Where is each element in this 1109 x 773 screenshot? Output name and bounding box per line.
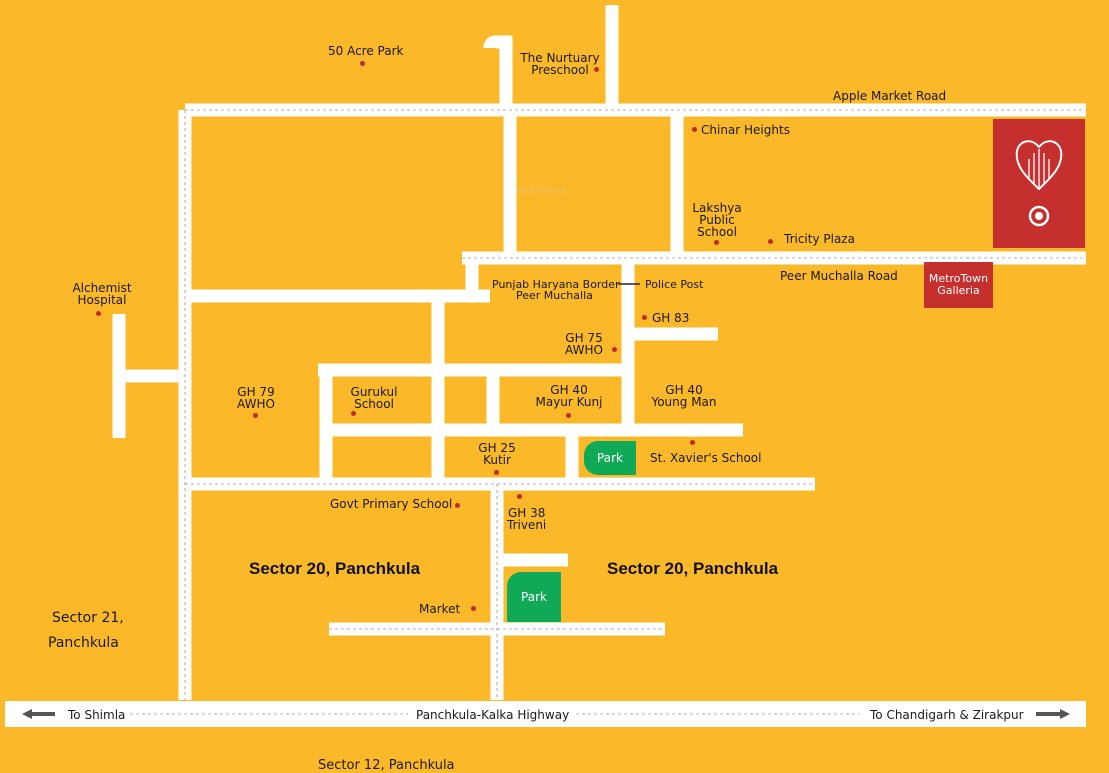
tricity-plaza-label: Tricity Plaza	[784, 232, 855, 246]
gh79-label-line1: GH 79	[237, 385, 275, 399]
police-post-label: Police Post	[645, 278, 704, 291]
lakshya-label-line3: School	[697, 225, 737, 239]
border-label-line1: Punjab Haryana Border	[492, 278, 620, 291]
mayur-kunj-label-line2: Mayur Kunj	[535, 395, 603, 409]
gh75-label-line2: AWHO	[565, 343, 603, 357]
metrotown-line1: MetroTown	[928, 272, 989, 285]
nurtuary-label-line2: Preschool	[531, 63, 589, 77]
gh79-marker	[253, 413, 258, 418]
metrotown-line2: Galleria	[937, 284, 980, 297]
lakshya-label-line1: Lakshya	[692, 201, 742, 215]
sector-20-left-label: Sector 20, Panchkula	[249, 559, 421, 578]
mayur-kunj-marker	[566, 413, 571, 418]
alchemist-label-line2: Hospital	[77, 293, 127, 307]
to-shimla-label: To Shimla	[68, 708, 126, 722]
chinar-heights-label: Chinar Heights	[701, 123, 790, 137]
fifty-acre-park-marker	[360, 61, 365, 66]
highway-label: Panchkula-Kalka Highway	[416, 708, 570, 722]
gh75-label-line1: GH 75	[565, 331, 603, 345]
market-label: Market	[419, 602, 461, 616]
sector-21-label-line1: Sector 21,	[52, 610, 124, 626]
gh79-label-line2: AWHO	[237, 397, 275, 411]
lakshya-label-line2: Public	[699, 213, 735, 227]
gh83-marker	[642, 315, 647, 320]
young-man-label-line2: Young Man	[651, 395, 717, 409]
st-xavier-marker	[690, 440, 695, 445]
nurtuary-marker	[594, 67, 599, 72]
gurukul-label-line1: Gurukul	[350, 385, 398, 399]
heart-fountain-icon	[1015, 140, 1063, 227]
arrow-right-icon	[1036, 709, 1070, 719]
apple-market-road-label: Apple Market Road	[833, 89, 947, 103]
chinar-heights-marker	[692, 127, 697, 132]
st-xavier-label: St. Xavier's School	[650, 451, 762, 465]
tricity-plaza-marker	[768, 239, 773, 244]
park-sector20: Park	[507, 572, 561, 622]
alchemist-label-line1: Alchemist	[72, 281, 132, 295]
gh25-label-line1: GH 25	[478, 441, 516, 455]
mayur-kunj-label-line1: GH 40	[550, 383, 588, 397]
gh38-label-line1: GH 38	[508, 506, 546, 520]
nurtuary-label-line1: The Nurtuary	[520, 51, 600, 65]
park-st-xavier: Park	[584, 441, 636, 475]
lakshya-marker	[714, 240, 719, 245]
gh83-label: GH 83	[652, 311, 690, 325]
sector-12-label: Sector 12, Panchkula	[318, 758, 455, 773]
market-marker	[471, 606, 476, 611]
gh75-marker	[612, 347, 617, 352]
metrotown-galleria-badge[interactable]: MetroTown Galleria	[924, 262, 993, 308]
govt-primary-marker	[455, 503, 460, 508]
brand-logo	[993, 119, 1085, 248]
young-man-label-line1: GH 40	[665, 383, 703, 397]
sector-21-label-line2: Panchkula	[48, 635, 119, 651]
arrow-left-icon	[22, 709, 55, 719]
sector-20-right-label: Sector 20, Panchkula	[607, 559, 779, 578]
border-label-line2: Peer Muchalla	[516, 289, 593, 302]
watermark: PROPTIGER.com	[518, 188, 567, 195]
gh25-marker	[494, 470, 499, 475]
peer-muchalla-road-label: Peer Muchalla Road	[780, 269, 898, 283]
highway-arrows	[22, 709, 1070, 719]
govt-primary-label: Govt Primary School	[330, 497, 453, 511]
to-chandigarh-label: To Chandigarh & Zirakpur	[870, 708, 1024, 722]
fifty-acre-park-label: 50 Acre Park	[328, 44, 404, 58]
gh38-marker	[517, 494, 522, 499]
gurukul-label-line2: School	[354, 397, 394, 411]
gurukul-marker	[351, 411, 356, 416]
alchemist-marker	[96, 311, 101, 316]
gh38-label-line2: Triveni	[507, 518, 547, 532]
gh25-label-line2: Kutir	[483, 453, 511, 467]
road-centerlines	[130, 109, 1086, 715]
